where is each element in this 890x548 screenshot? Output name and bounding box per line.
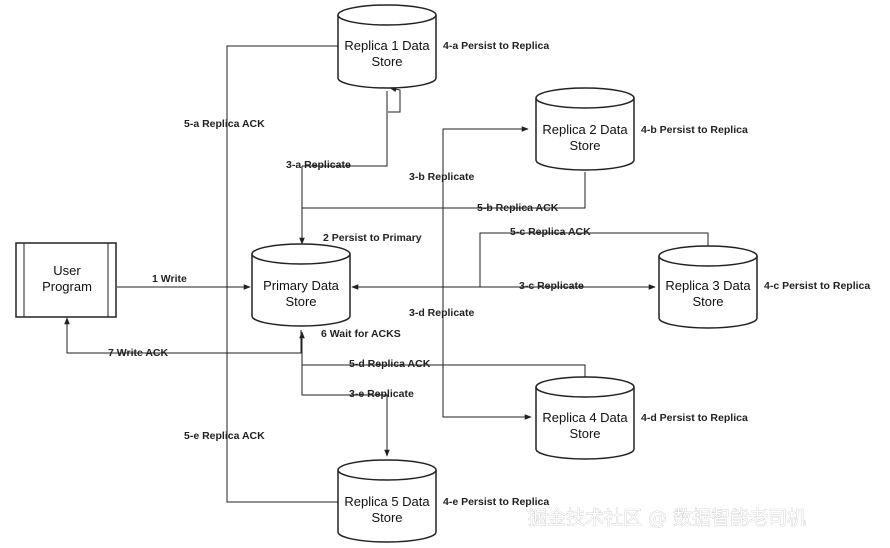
edge-ack-e — [226, 290, 338, 503]
primary-store-label-line2: Store — [285, 294, 316, 309]
user-program-label-line2: Program — [42, 279, 92, 294]
label-ack-d: 5-d Replica ACK — [349, 358, 431, 370]
primary-store-node: Primary Data Store — [251, 243, 351, 327]
edge-write-ack — [64, 317, 302, 354]
replica3-store-node: Replica 3 Data Store — [658, 245, 758, 329]
replica4-label-line1: Replica 4 Data — [542, 410, 628, 425]
edge-ack-d — [299, 331, 586, 377]
watermark-text: 掘金技术社区 @ 数据智能老司机 — [528, 507, 806, 529]
label-persist-e: 4-e Persist to Replica — [443, 496, 549, 508]
replica1-store-node: Replica 1 Data Store — [337, 4, 437, 89]
edge-ack-b — [299, 172, 586, 245]
replica4-label-line2: Store — [569, 426, 600, 441]
label-persist-d: 4-d Persist to Replica — [641, 412, 748, 424]
primary-store-label-line1: Primary Data — [263, 278, 340, 293]
user-program-label-line1: User — [53, 263, 81, 278]
label-persist-b: 4-b Persist to Replica — [641, 124, 748, 136]
label-ack-c: 5-c Replica ACK — [510, 226, 591, 238]
edge-replicate-a — [302, 91, 388, 167]
label-wait-acks: 6 Wait for ACKS — [321, 328, 401, 340]
edge-replicate-a-head — [388, 86, 401, 113]
replica4-store-node: Replica 4 Data Store — [535, 376, 635, 460]
replica1-label-line1: Replica 1 Data — [344, 38, 430, 53]
replica5-store-node: Replica 5 Data Store — [337, 459, 437, 543]
label-ack-e: 5-e Replica ACK — [184, 430, 265, 442]
label-persist-a: 4-a Persist to Replica — [443, 40, 549, 52]
edge-ack-c — [479, 232, 709, 287]
edge-ack-a — [226, 45, 338, 290]
label-persist-primary: 2 Persist to Primary — [323, 232, 422, 244]
label-replicate-a: 3-a Replicate — [286, 159, 351, 171]
replica2-label-line2: Store — [569, 138, 600, 153]
replica5-label-line1: Replica 5 Data — [344, 494, 430, 509]
replica2-label-line1: Replica 2 Data — [542, 122, 628, 137]
replica3-label-line2: Store — [692, 294, 723, 309]
label-replicate-e: 3-e Replicate — [349, 388, 414, 400]
label-replicate-b: 3-b Replicate — [409, 171, 475, 183]
label-replicate-c: 3-c Replicate — [519, 280, 584, 292]
label-ack-a: 5-a Replica ACK — [184, 118, 265, 130]
edge-replicate-b — [442, 126, 529, 320]
replica1-label-line2: Store — [371, 54, 402, 69]
label-ack-b: 5-b Replica ACK — [477, 202, 559, 214]
edge-replicate-d — [442, 320, 532, 420]
replica3-label-line1: Replica 3 Data — [665, 278, 751, 293]
label-persist-c: 4-c Persist to Replica — [764, 280, 870, 292]
replica2-store-node: Replica 2 Data Store — [535, 87, 635, 171]
edge-replicate-e — [301, 365, 390, 457]
label-write: 1 Write — [152, 273, 187, 285]
user-program-node: User Program — [15, 242, 117, 318]
replica5-label-line2: Store — [371, 510, 402, 525]
label-replicate-d: 3-d Replicate — [409, 307, 475, 319]
label-write-ack: 7 Write ACK — [108, 347, 169, 359]
